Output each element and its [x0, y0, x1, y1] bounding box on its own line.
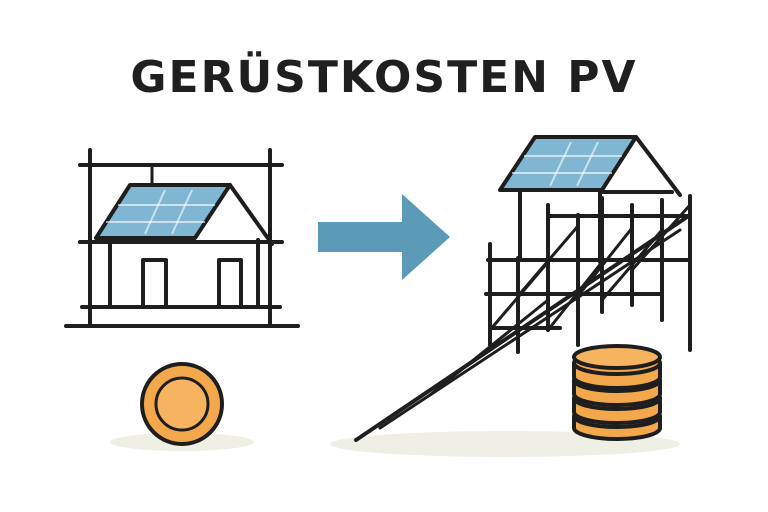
- large-scaffold-icon: [354, 194, 692, 442]
- solar-panel-icon: [498, 135, 638, 192]
- page-title: GERÜSTKOSTEN PV: [130, 52, 638, 103]
- solar-panel-icon: [94, 183, 232, 240]
- coin-icon: [140, 362, 224, 446]
- coin-stack-icon: [572, 344, 662, 441]
- arrow-right-icon: [318, 194, 450, 280]
- small-scaffold-icon: [64, 148, 300, 328]
- house-icon: [518, 135, 682, 264]
- house-icon: [108, 183, 274, 309]
